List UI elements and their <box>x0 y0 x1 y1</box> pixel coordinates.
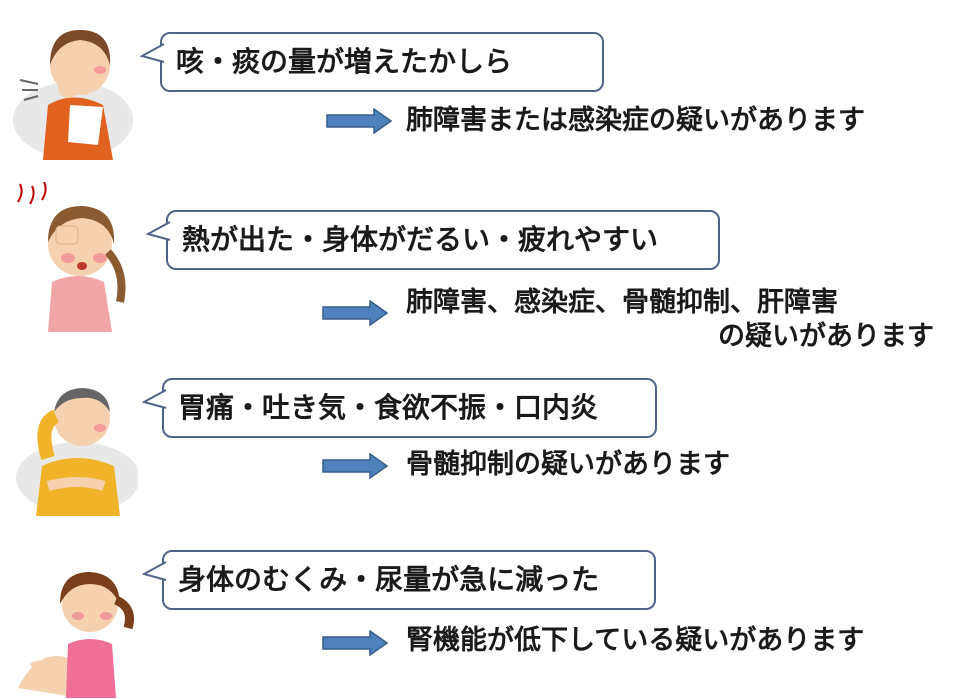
result-line1: 骨髄抑制の疑いがあります <box>406 449 730 480</box>
right-arrow-icon <box>326 108 392 134</box>
stomachache-man-icon <box>16 388 138 516</box>
result-text: 肺障害、感染症、骨髄抑制、肝障害 の疑いがあります <box>406 286 934 354</box>
bubble-tail <box>140 43 165 63</box>
right-arrow-icon <box>322 453 388 479</box>
symptom-text: 身体のむくみ・尿量が急に減った <box>178 563 600 596</box>
result-line1: 肺障害または感染症の疑いがあります <box>406 105 865 136</box>
result-line1: 腎機能が低下している疑いがあります <box>406 625 865 656</box>
feverish-woman-icon <box>17 182 126 332</box>
result-line1: 肺障害、感染症、骨髄抑制、肝障害 <box>406 287 838 318</box>
result-line2: の疑いがあります <box>718 321 934 352</box>
bubble-tail <box>146 221 171 241</box>
symptom-text: 咳・痰の量が増えたかしら <box>176 45 513 78</box>
symptom-bubble: 熱が出た・身体がだるい・疲れやすい <box>146 210 720 270</box>
bubble-tail <box>142 561 167 581</box>
symptom-bubble: 咳・痰の量が増えたかしら <box>140 32 604 92</box>
right-arrow-icon <box>322 630 388 656</box>
symptom-bubble: 身体のむくみ・尿量が急に減った <box>142 550 656 610</box>
symptom-text: 胃痛・吐き気・食欲不振・口内炎 <box>178 391 599 424</box>
symptom-bubble: 胃痛・吐き気・食欲不振・口内炎 <box>142 378 657 438</box>
bubble-tail <box>142 389 167 409</box>
right-arrow-icon <box>322 300 388 326</box>
symptom-text: 熱が出た・身体がだるい・疲れやすい <box>182 223 659 256</box>
coughing-woman-icon <box>13 30 133 160</box>
result-text: 腎機能が低下している疑いがあります <box>406 624 864 658</box>
result-text: 骨髄抑制の疑いがあります <box>406 448 730 482</box>
result-text: 肺障害または感染症の疑いがあります <box>406 104 865 138</box>
swollen-legs-girl-icon <box>18 572 134 698</box>
